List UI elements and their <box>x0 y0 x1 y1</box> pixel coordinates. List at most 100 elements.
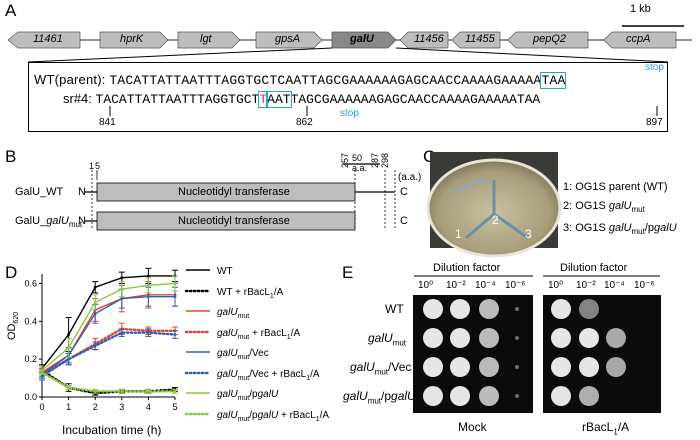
dil-mock-2: 10⁻² <box>446 280 466 291</box>
y-tick-label: 0.4 <box>24 316 37 326</box>
spot <box>515 394 519 398</box>
sr-mutation: T <box>258 91 269 108</box>
x-tick-label: 1 <box>66 402 71 412</box>
panel-label-b: B <box>5 147 17 166</box>
y-tick-label: 0.2 <box>24 354 37 364</box>
legend-entry: galUmut + rBacL1/A <box>184 328 300 341</box>
spot <box>423 386 443 406</box>
label-mock: Mock <box>458 420 487 434</box>
row1-domain-label: Nucleotidyl transferase <box>178 186 290 198</box>
sr-seq-before: TACATTATTAATTTAGGTGCT <box>95 92 260 107</box>
dil-trt-4: 10⁻⁴ <box>604 280 625 291</box>
legend-entry: galUmut <box>185 307 249 320</box>
legend-swatch <box>184 289 212 292</box>
data-point <box>67 386 70 389</box>
spot <box>479 299 499 319</box>
sequence-sr-row: sr#4: TACATTATTAATTTAGGTGCTTAATTAGCGAAAA… <box>63 91 541 108</box>
plate-legend-2: 2: OG1S galUmut <box>563 200 645 215</box>
spot <box>606 328 626 348</box>
spot <box>515 365 519 369</box>
data-point <box>67 333 70 336</box>
legend-entry: galUmut/pgalU + rBacL1/A <box>184 410 329 423</box>
data-point <box>147 283 150 287</box>
dilution-header-treated: Dilution factor <box>560 262 628 274</box>
row1-c: C <box>400 186 408 198</box>
series-line-6 <box>41 282 176 372</box>
sr-seq-after: TAGCGAAAAAAGAGCAACCAAAAGAAAAATAA <box>290 92 541 107</box>
spot-row-galumut-vec: galUmut/Vec <box>350 360 412 377</box>
legend-swatch <box>184 371 212 374</box>
data-point <box>93 300 97 304</box>
x-tick-label: 5 <box>172 402 177 412</box>
gene-label-11455: 11455 <box>465 33 495 45</box>
plate-label-1: 1 <box>455 227 462 241</box>
gene-label-galU: galU <box>350 33 374 45</box>
position-841: 841 <box>99 117 116 128</box>
spot <box>450 328 470 348</box>
spot <box>579 357 599 377</box>
data-point <box>93 344 97 348</box>
gene-label-gpsA: gpsA <box>275 33 301 45</box>
dil-trt-0: 10⁰ <box>548 280 564 291</box>
spot <box>606 357 626 377</box>
gene-arrow-pepQ2 <box>507 31 589 49</box>
dilution-header-mock: Dilution factor <box>433 262 501 274</box>
plate-label-3: 3 <box>525 227 532 241</box>
gene-arrow-11456 <box>399 31 449 49</box>
legend-swatch <box>186 269 210 271</box>
legend-swatch <box>186 310 210 312</box>
series-line-0 <box>41 275 175 370</box>
x-tick-label: 4 <box>146 402 151 412</box>
plate-legend-1: 1: OG1S parent (WT) <box>563 181 668 193</box>
spot <box>551 386 571 406</box>
data-point <box>40 374 44 378</box>
panel-label-e: E <box>342 263 354 282</box>
data-point <box>173 295 177 299</box>
chart-xlabel: Incubation time (h) <box>62 423 162 437</box>
row-label-galu-wt: GalU_WT <box>15 186 64 198</box>
gene-arrow-11455 <box>451 31 501 49</box>
wt-stop-codon: TAA <box>540 72 567 89</box>
wt-seq: TACATTATTAATTTAGGTGCTCAATTAGCGAAAAAAGAGC… <box>109 73 542 88</box>
spot <box>450 357 470 377</box>
plate-legend-3: 3: OG1S galUmut/pgalU <box>563 222 677 237</box>
spot <box>515 307 519 311</box>
dil-mock-0: 10⁰ <box>418 280 434 291</box>
label-treated: rBacL1/A <box>582 420 630 437</box>
spot <box>450 299 470 319</box>
data-point <box>120 276 124 280</box>
spot <box>479 357 499 377</box>
data-point <box>147 295 150 299</box>
panel-label-d: D <box>5 263 18 282</box>
data-point <box>147 274 150 278</box>
gene-label-11461: 11461 <box>33 33 63 45</box>
series-line-7 <box>40 371 177 393</box>
plate-legend: 1: OG1S parent (WT) 2: OG1S galUmut 3: O… <box>563 178 677 241</box>
position-ticks <box>109 106 658 116</box>
legend-entry: WT + rBacL1/A <box>184 287 283 300</box>
data-point <box>173 389 177 393</box>
spot <box>479 328 499 348</box>
data-point <box>40 371 44 374</box>
plate-photo <box>426 152 562 258</box>
x-tick-label: 3 <box>119 402 124 412</box>
aa-unit: (a.a.) <box>398 172 422 183</box>
legend-entry: galUmut/pgalU <box>185 389 278 402</box>
data-point <box>93 389 97 393</box>
gene-arrow-galU <box>331 31 397 49</box>
data-point <box>93 285 97 289</box>
gene-map <box>7 31 692 63</box>
data-point <box>173 333 177 336</box>
gene-label-pepQ2: pepQ2 <box>533 33 567 45</box>
spot-row-wt: WT <box>385 302 404 316</box>
scale-label-b: 50 a.a. <box>352 153 368 173</box>
scale-label-a: 1 kb <box>630 3 651 15</box>
spot <box>579 299 599 319</box>
legend-swatch <box>184 330 212 333</box>
data-point <box>147 331 150 335</box>
stop-label-bottom: stop <box>340 108 359 119</box>
gene-label-ccpA: ccpA <box>626 33 651 45</box>
gene-arrow-lgt <box>177 31 241 49</box>
